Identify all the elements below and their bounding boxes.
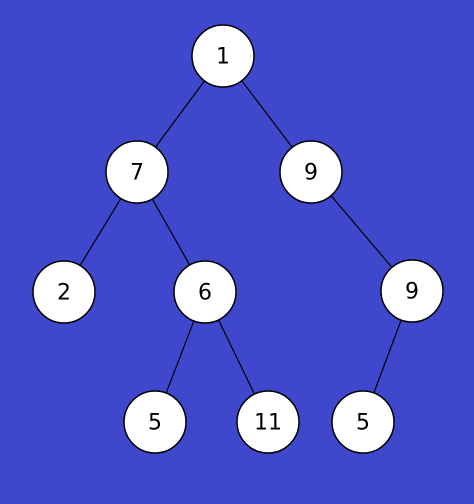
tree-node-circle xyxy=(123,390,187,454)
tree-node: 9 xyxy=(279,140,343,204)
tree-node-label: 2 xyxy=(57,281,71,306)
tree-node: 6 xyxy=(173,260,237,324)
tree-node-label: 5 xyxy=(148,411,162,436)
tree-node-label: 1 xyxy=(216,45,230,70)
tree-node-circle xyxy=(380,259,444,323)
tree-node: 5 xyxy=(123,390,187,454)
tree-node: 7 xyxy=(105,140,169,204)
tree-node-label: 6 xyxy=(198,281,212,306)
tree-edge xyxy=(241,80,293,148)
tree-edge xyxy=(154,80,206,148)
tree-node: 2 xyxy=(32,260,96,324)
tree-node-circle xyxy=(279,140,343,204)
tree-node: 9 xyxy=(380,259,444,323)
tree-nodes: 1 7 9 2 6 9 5 11 5 xyxy=(32,24,444,454)
tree-node-circle xyxy=(236,390,300,454)
tree-node: 5 xyxy=(331,390,395,454)
tree-edges xyxy=(79,80,402,395)
tree-node: 11 xyxy=(236,390,300,454)
tree-node-label: 11 xyxy=(254,411,282,436)
tree-node-label: 5 xyxy=(356,411,370,436)
tree-edge xyxy=(217,319,256,395)
tree-node: 1 xyxy=(191,24,255,88)
tree-node-label: 9 xyxy=(304,161,318,186)
tree-edge xyxy=(330,195,393,268)
tree-edge xyxy=(165,320,195,394)
tree-node-circle xyxy=(32,260,96,324)
tree-node-label: 7 xyxy=(130,161,144,186)
tree-edge xyxy=(151,198,191,266)
tree-node-circle xyxy=(191,24,255,88)
tree-node-circle xyxy=(331,390,395,454)
tree-edge xyxy=(79,198,122,266)
tree-node-circle xyxy=(173,260,237,324)
tree-edge xyxy=(373,319,402,394)
tree-node-circle xyxy=(105,140,169,204)
tree-node-label: 9 xyxy=(405,280,419,305)
